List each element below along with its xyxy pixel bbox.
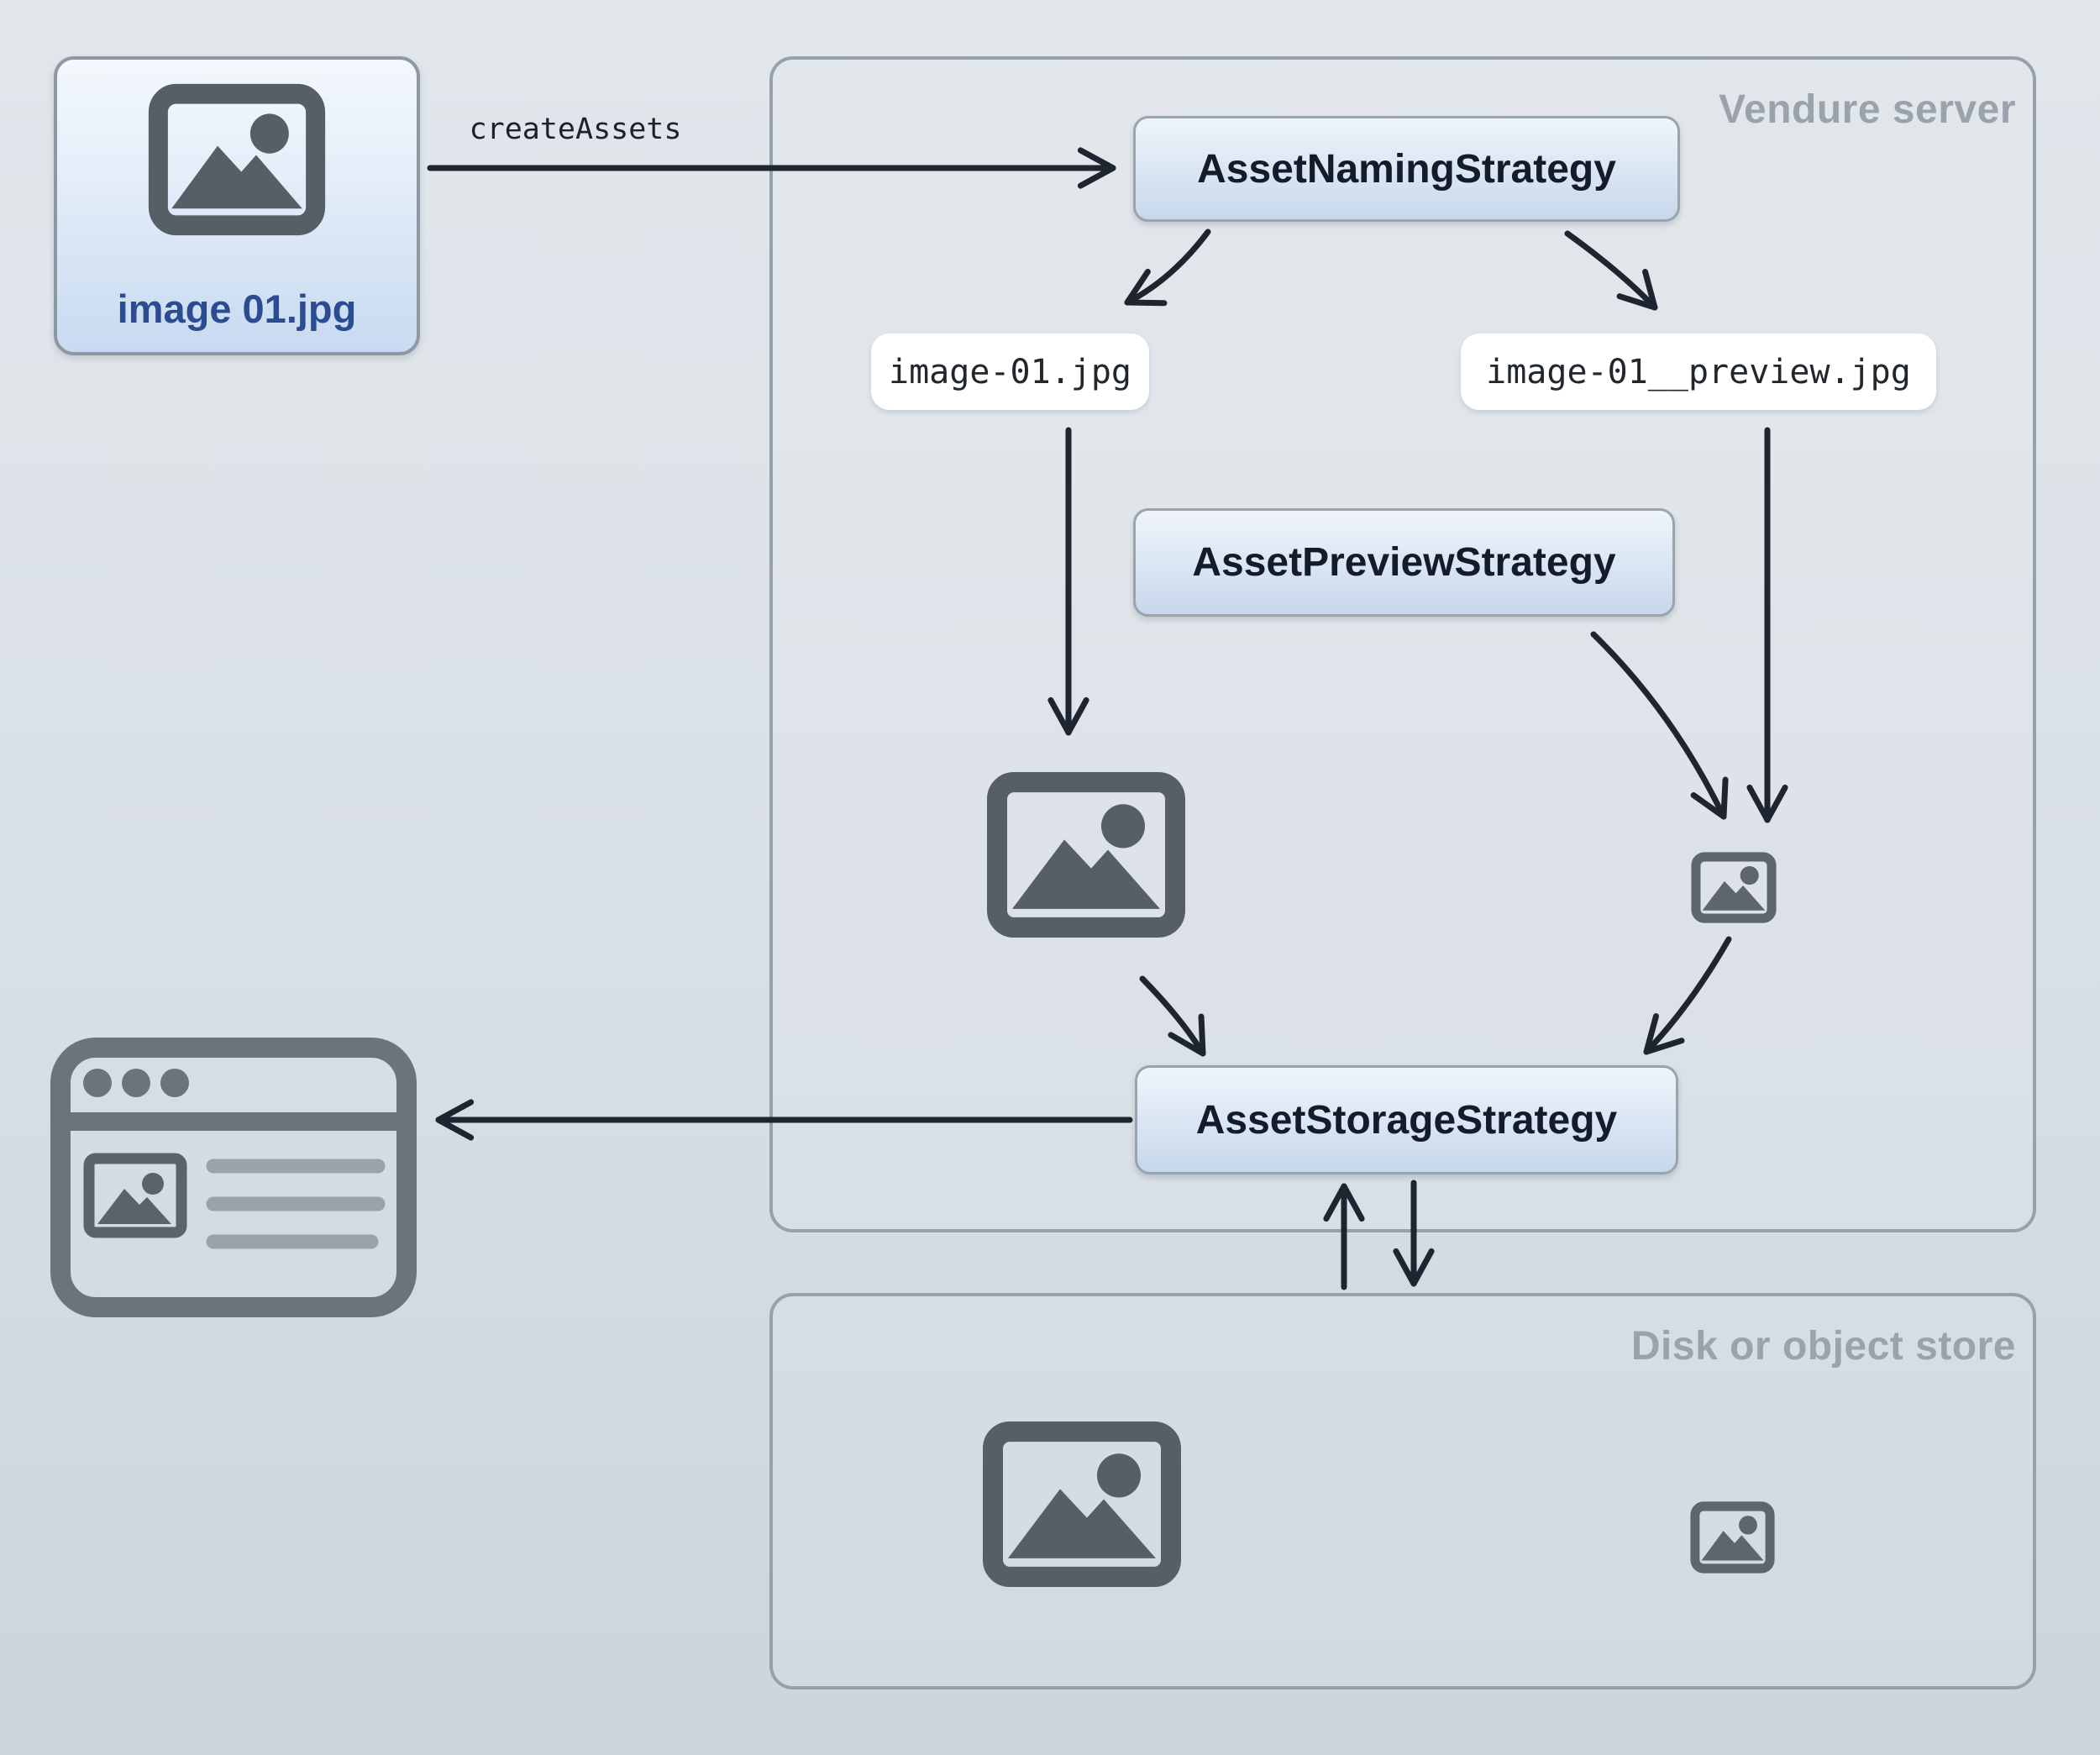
- browser-icon: [49, 1036, 418, 1319]
- disk-store-label: Disk or object store: [1630, 1324, 2016, 1369]
- arrow-storage-to-store-head: [1393, 1248, 1435, 1287]
- arrow-storage-to-browser-head: [435, 1099, 475, 1141]
- create-assets-label: createAssets: [469, 113, 682, 146]
- preview-filename-pill: image-01__preview.jpg: [1461, 334, 1936, 410]
- image-icon: [148, 83, 326, 236]
- preview-image-icon: [1690, 1501, 1775, 1574]
- asset-storage-strategy-node: AssetStorageStrategy: [1135, 1065, 1678, 1174]
- asset-naming-strategy-node: AssetNamingStrategy: [1133, 116, 1680, 222]
- image-icon: [985, 770, 1187, 939]
- image-icon: [981, 1420, 1183, 1589]
- vendure-server-container: Vendure server: [769, 56, 2036, 1232]
- source-image-card: image 01.jpg: [54, 56, 420, 355]
- source-image-filename: image 01.jpg: [117, 286, 357, 331]
- preview-image-icon: [1691, 852, 1777, 923]
- asset-preview-strategy-node: AssetPreviewStrategy: [1133, 508, 1675, 617]
- vendure-server-label: Vendure server: [1719, 87, 2016, 132]
- disk-store-container: Disk or object store: [769, 1293, 2036, 1689]
- original-filename-pill: image-01.jpg: [871, 334, 1149, 410]
